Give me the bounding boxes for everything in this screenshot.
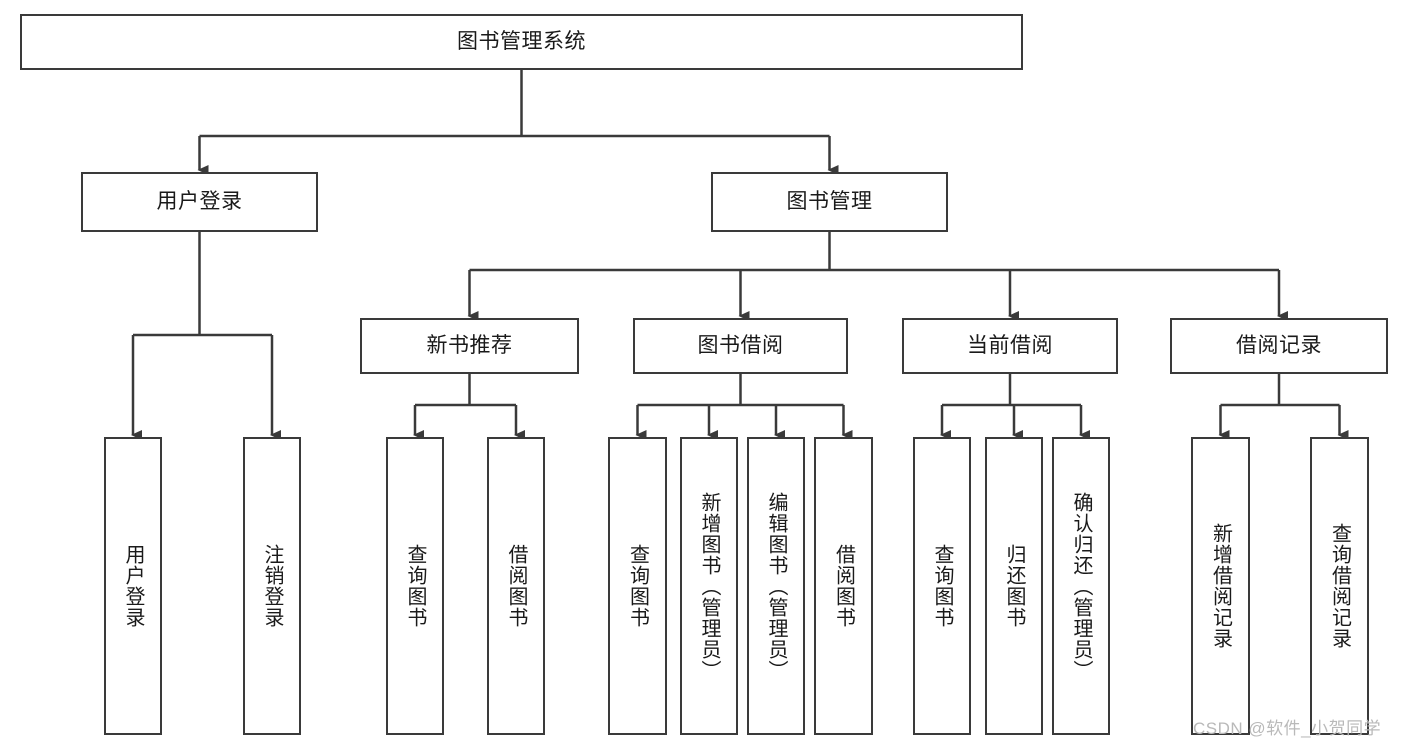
node-l-br-add[interactable]: 新增图书（管理员） (680, 437, 738, 735)
node-label: 查询图书 (931, 544, 953, 628)
node-l-rc-query[interactable]: 查询借阅记录 (1310, 437, 1369, 735)
node-label: 图书管理 (786, 189, 873, 213)
node-label: 查询借阅记录 (1328, 523, 1351, 649)
node-label: 新增图书（管理员） (698, 491, 720, 681)
node-l-cu-return[interactable]: 归还图书 (985, 437, 1043, 735)
node-l-br-edit[interactable]: 编辑图书（管理员） (747, 437, 805, 735)
node-label: 新增借阅记录 (1209, 523, 1232, 649)
node-borrow[interactable]: 图书借阅 (633, 318, 848, 374)
node-login[interactable]: 用户登录 (81, 172, 318, 232)
node-label: 图书管理系统 (457, 29, 586, 53)
node-root[interactable]: 图书管理系统 (20, 14, 1023, 70)
node-l-rc-add[interactable]: 新增借阅记录 (1191, 437, 1250, 735)
node-label: 归还图书 (1003, 544, 1025, 628)
node-l-br-query[interactable]: 查询图书 (608, 437, 667, 735)
node-bookmgmt[interactable]: 图书管理 (711, 172, 948, 232)
node-l-logout[interactable]: 注销登录 (243, 437, 301, 735)
node-label: 查询图书 (404, 544, 426, 628)
node-l-cu-query[interactable]: 查询图书 (913, 437, 971, 735)
node-records[interactable]: 借阅记录 (1170, 318, 1388, 374)
node-l-cu-confirm[interactable]: 确认归还（管理员） (1052, 437, 1110, 735)
node-label: 注销登录 (261, 544, 283, 628)
node-label: 图书借阅 (697, 333, 784, 357)
watermark: CSDN @软件_小贺同学 (1193, 719, 1382, 738)
node-label: 确认归还（管理员） (1070, 491, 1092, 681)
node-label: 当前借阅 (967, 333, 1053, 357)
node-current[interactable]: 当前借阅 (902, 318, 1118, 374)
node-label: 用户登录 (122, 544, 144, 628)
node-label: 编辑图书（管理员） (765, 491, 787, 681)
node-label: 用户登录 (156, 189, 243, 213)
node-newbook[interactable]: 新书推荐 (360, 318, 579, 374)
node-l-nb-query[interactable]: 查询图书 (386, 437, 444, 735)
node-label: 新书推荐 (426, 333, 513, 357)
node-label: 借阅图书 (505, 544, 527, 628)
node-l-login[interactable]: 用户登录 (104, 437, 162, 735)
node-label: 查询图书 (626, 544, 649, 628)
node-label: 借阅记录 (1236, 333, 1322, 357)
node-l-br-lend[interactable]: 借阅图书 (814, 437, 873, 735)
node-label: 借阅图书 (832, 544, 855, 628)
node-l-nb-borrow[interactable]: 借阅图书 (487, 437, 545, 735)
